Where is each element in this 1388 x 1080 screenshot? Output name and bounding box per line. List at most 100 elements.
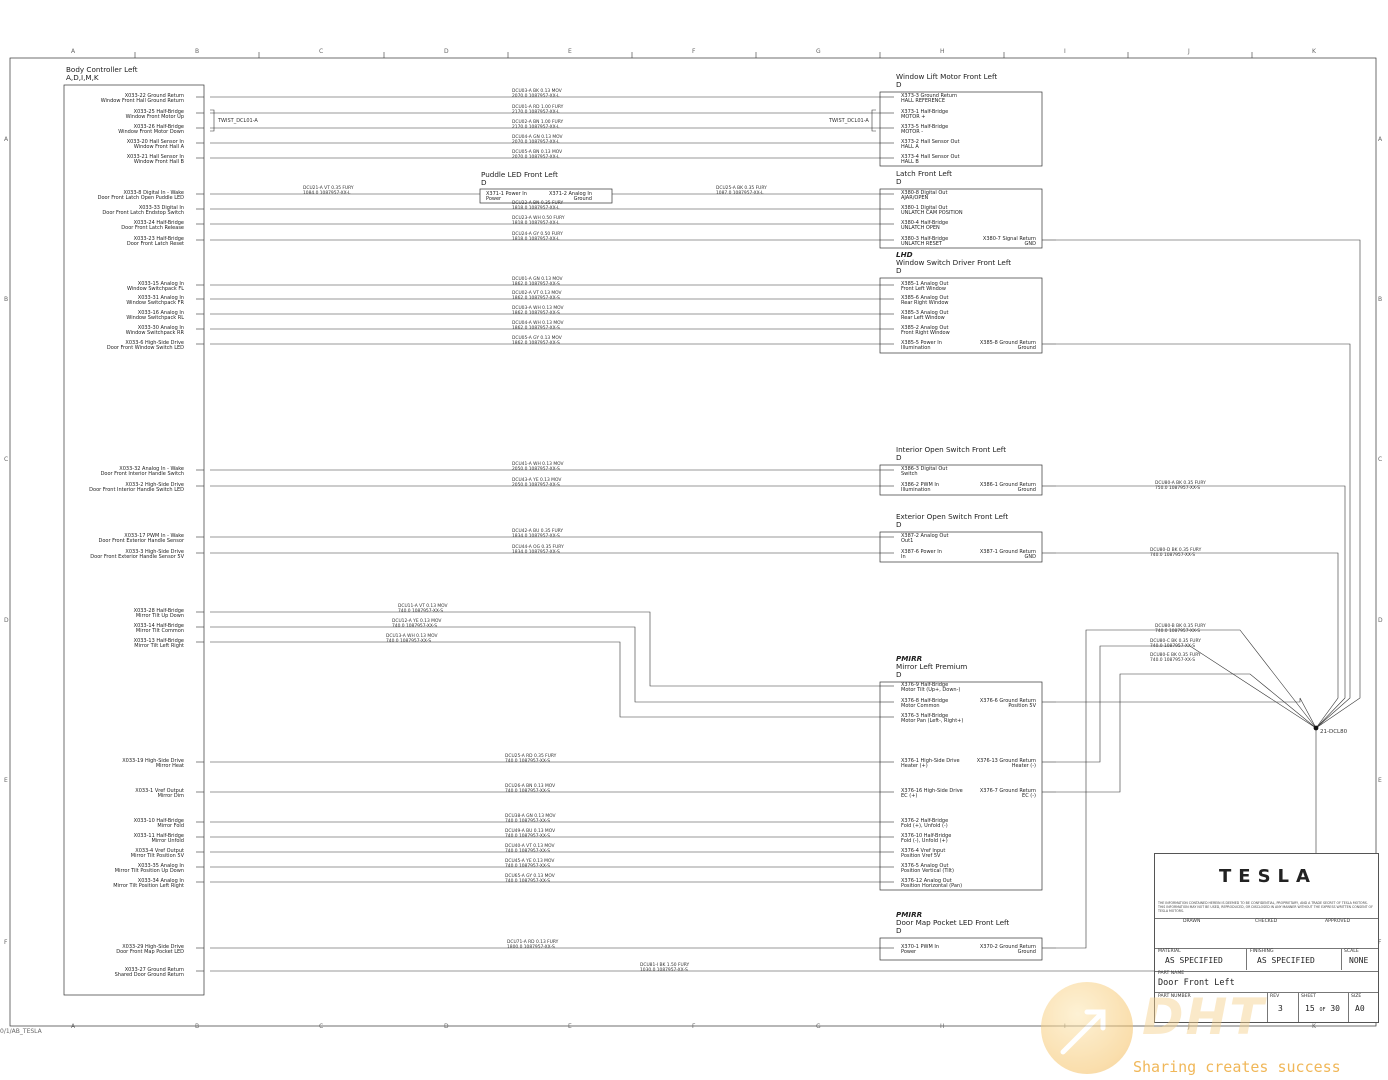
sheet-number: 15 OF 30 [1305,1004,1340,1013]
connector-variant: D [896,266,902,275]
connector-box [879,531,1043,563]
connector-box [879,937,1043,961]
checked-label: CHECKED [1255,919,1278,924]
grid-col-bottom: A [71,1023,76,1030]
sheet-border [9,57,1377,1027]
grid-col-top: D [444,48,449,55]
twist-marker [871,109,876,132]
grid-col-top: E [568,48,572,55]
material-row [1155,948,1378,972]
grid-col-top: G [816,48,821,55]
twist-marker [210,109,215,132]
material-value: AS SPECIFIED [1165,956,1223,965]
material-label: MATERIAL [1158,949,1181,954]
bcm-title: Body Controller Left [66,65,138,74]
puddle-led-variant: D [481,178,487,187]
grid-row-right: F [1378,939,1382,946]
grid-col-top: H [940,48,945,55]
ground-wire [1056,239,1361,729]
grid-col-bottom: B [195,1023,200,1030]
puddle-box [479,188,613,204]
splice-node [1313,725,1319,731]
connector-variant: D [896,670,902,679]
grid-row-right: E [1378,777,1382,784]
connector-tag: PMIRR [896,654,923,663]
divider [1348,992,1349,1022]
grid-row-right: B [1378,296,1383,303]
scale-label: SCALE [1344,949,1359,954]
tesla-logo: TESLA [1219,866,1317,887]
connector-variant: D [896,520,902,529]
sheet-reference: 0/1/AB_TESLA [0,1028,42,1035]
connector-box [879,464,1043,496]
twist-label-left: TWIST_DCL01-A [218,118,258,124]
divider [1246,948,1247,970]
grid-col-bottom: E [568,1023,572,1030]
sheet-label: SHEET [1301,994,1316,999]
connector-box [879,91,1043,167]
wire [210,626,880,703]
connector-tag: PMIRR [896,910,923,919]
connector-title: Latch Front Left [896,169,953,178]
grid-row-left: F [4,939,8,946]
connector-box [879,188,1043,249]
ground-wire [1056,697,1317,729]
grid-col-bottom: K [1312,1023,1316,1030]
part-number-label: PART NUMBER [1158,994,1191,999]
grid-row-right: D [1378,617,1383,624]
arrow-icon [1060,1009,1106,1055]
finishing-value: AS SPECIFIED [1257,956,1315,965]
sheet-frame [9,52,1377,1027]
connector-tag: LHD [896,250,913,259]
title-block: TESLA THE INFORMATION CONTAINED HEREIN I… [1154,853,1379,1023]
watermark-slogan: Sharing creates success [1133,1058,1341,1076]
